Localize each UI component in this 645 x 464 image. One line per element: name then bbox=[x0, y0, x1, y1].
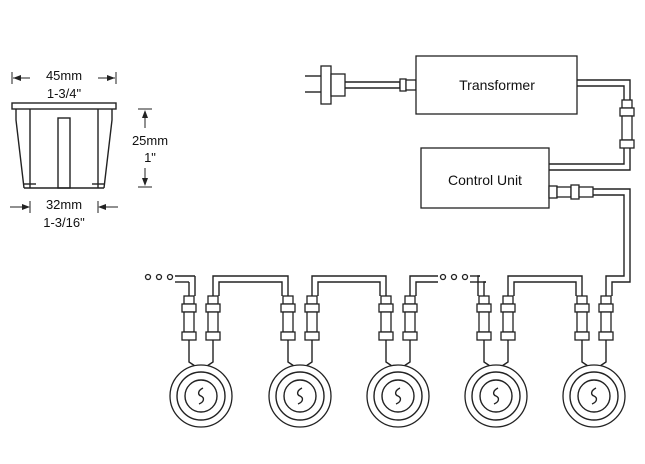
touch-sensor-icon bbox=[197, 387, 205, 405]
power-plug bbox=[305, 65, 417, 105]
touch-sensor-icon bbox=[590, 387, 598, 405]
light-fixture bbox=[366, 295, 430, 428]
fixture-disc bbox=[562, 364, 626, 428]
top-width-in: 1-3/4" bbox=[47, 86, 82, 101]
light-fixture bbox=[464, 295, 528, 428]
light-bus bbox=[188, 275, 583, 296]
fixture-disc bbox=[268, 364, 332, 428]
transformer-output-cable bbox=[549, 79, 635, 171]
touch-sensor-icon bbox=[394, 387, 402, 405]
fixture-disc bbox=[169, 364, 233, 428]
top-width-dimension: 45mm 1-3/4" bbox=[11, 68, 117, 101]
control-unit-label: Control Unit bbox=[448, 172, 522, 188]
cable-connector bbox=[280, 295, 320, 341]
bus-lead bbox=[477, 275, 486, 296]
bus-lead bbox=[409, 275, 418, 296]
light-fixture bbox=[169, 295, 233, 428]
fixture-disc bbox=[464, 364, 528, 428]
light-fixture bbox=[268, 295, 332, 428]
cable-connector bbox=[378, 295, 418, 341]
bus-segment bbox=[311, 275, 387, 296]
bus-segment bbox=[507, 275, 583, 296]
bus-lead bbox=[188, 276, 196, 296]
bus-segment bbox=[212, 275, 289, 296]
top-width-mm: 45mm bbox=[46, 68, 82, 83]
bottom-width-mm: 32mm bbox=[46, 197, 82, 212]
cable-connector bbox=[574, 295, 614, 341]
light-fixtures bbox=[169, 295, 626, 428]
fixture-disc bbox=[366, 364, 430, 428]
transformer-label: Transformer bbox=[459, 77, 535, 93]
control-unit-box: Control Unit bbox=[420, 147, 550, 209]
control-output-cable bbox=[548, 184, 631, 296]
fixture-profile bbox=[11, 102, 117, 189]
bottom-width-dimension: 32mm 1-3/16" bbox=[10, 197, 118, 230]
dimension-drawing: 45mm 1-3/4" 25mm 1" bbox=[10, 68, 168, 230]
cable-connector bbox=[476, 295, 516, 341]
touch-sensor-icon bbox=[492, 387, 500, 405]
height-mm: 25mm bbox=[132, 133, 168, 148]
continuation-dots-middle bbox=[418, 273, 486, 283]
height-in: 1" bbox=[144, 150, 156, 165]
cable-connector bbox=[181, 295, 221, 341]
light-fixture bbox=[562, 295, 626, 428]
continuation-dots-left bbox=[144, 273, 195, 283]
bottom-width-in: 1-3/16" bbox=[43, 215, 85, 230]
touch-sensor-icon bbox=[296, 387, 304, 405]
transformer-box: Transformer bbox=[415, 55, 578, 115]
height-dimension: 25mm 1" bbox=[132, 108, 168, 188]
